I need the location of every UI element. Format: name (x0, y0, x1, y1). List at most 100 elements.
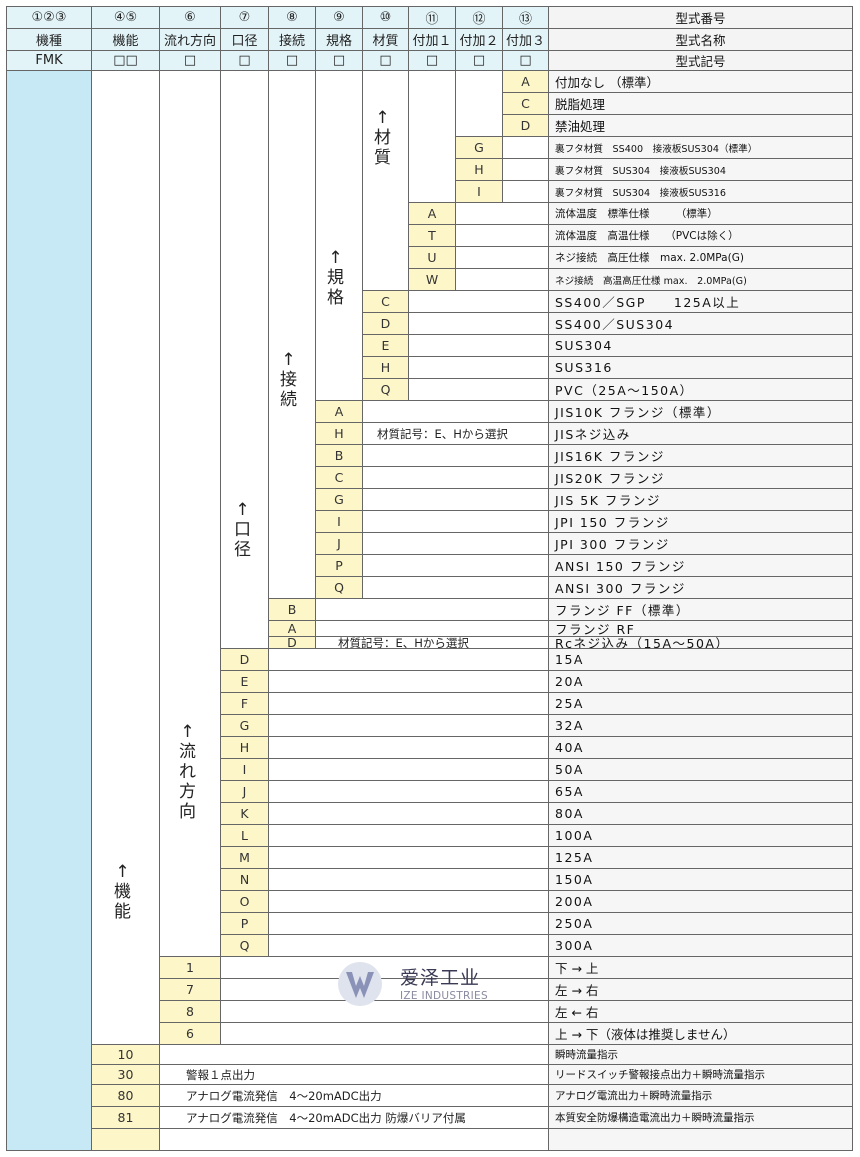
material-desc-d: SS400／SUS304 (548, 312, 853, 335)
header-name-3: 流れ方向 (159, 28, 221, 51)
vertical-label-material: ↑材質 (374, 108, 391, 168)
addon1-row-span (455, 224, 549, 247)
header-symbol-6: □ (315, 50, 363, 71)
bore-code-f: F (220, 692, 269, 715)
function-note: 警報１点出力 (186, 1067, 255, 1082)
function-row-empty (159, 1128, 549, 1151)
addon1-desc-a: 流体温度 標準仕様 （標準） (548, 202, 853, 225)
standard-row-span (362, 466, 549, 489)
header-symbol-7: □ (362, 50, 409, 71)
header-number-8: ⑪ (408, 6, 456, 29)
bore-code-i: I (220, 758, 269, 781)
header-symbol-9: □ (455, 50, 503, 71)
material-column-blank (362, 70, 409, 291)
flow-code-7: 7 (159, 978, 221, 1001)
bore-code-h: H (220, 736, 269, 759)
header-number-1: ①②③ (6, 6, 92, 29)
addon1-code-t: T (408, 224, 456, 247)
material-row-span (408, 334, 549, 357)
bore-code-m: M (220, 846, 269, 869)
addon2-row-span (502, 158, 549, 181)
bore-desc-d: 15A (548, 648, 853, 671)
standard-desc-g: JIS 5K フランジ (548, 488, 853, 511)
bore-code-g: G (220, 714, 269, 737)
bore-desc-f: 25A (548, 692, 853, 715)
bore-desc-q: 300A (548, 934, 853, 957)
function-row-span: アナログ電流発信 4～20mADC出力 防爆バリア付属 (159, 1106, 549, 1129)
addon3-desc-c: 脱脂処理 (548, 92, 853, 115)
standard-row-span (362, 510, 549, 533)
vertical-label-standard: ↑規格 (327, 248, 344, 308)
header-number-9: ⑫ (455, 6, 503, 29)
material-code-c: C (362, 290, 409, 313)
flow-desc-6: 上 → 下（液体は推奨しません） (548, 1022, 853, 1045)
function-desc-empty (548, 1128, 853, 1151)
bore-row-span (268, 934, 549, 957)
addon3-code-c: C (502, 92, 549, 115)
header-symbol-1: FMK (6, 50, 92, 71)
header-symbol-10: □ (502, 50, 549, 71)
bore-desc-n: 150A (548, 868, 853, 891)
bore-code-d: D (220, 648, 269, 671)
standard-column-blank (315, 70, 363, 401)
function-column-blank (91, 70, 160, 1045)
vertical-label-bore: ↑口径 (234, 500, 251, 560)
addon1-desc-u: ネジ接続 高圧仕様 max. 2.0MPa(G) (548, 246, 853, 269)
material-desc-e: SUS304 (548, 334, 853, 357)
bore-code-j: J (220, 780, 269, 803)
flow-code-8: 8 (159, 1000, 221, 1023)
ize-logo-icon (338, 962, 382, 1006)
connection-desc-b: フランジ FF（標準） (548, 598, 853, 621)
vertical-label-connection: ↑接続 (280, 350, 297, 410)
header-name-9: 付加２ (455, 28, 503, 51)
standard-code-q: Q (315, 576, 363, 599)
bore-code-o: O (220, 890, 269, 913)
function-code-empty (91, 1128, 160, 1151)
standard-code-g: G (315, 488, 363, 511)
header-number-7: ⑩ (362, 6, 409, 29)
header-number-2: ④⑤ (91, 6, 160, 29)
flow-row-span (220, 1022, 549, 1045)
material-code-e: E (362, 334, 409, 357)
header-symbol-2: □□ (91, 50, 160, 71)
standard-row-span (362, 576, 549, 599)
header-number-5: ⑧ (268, 6, 316, 29)
function-code-30: 30 (91, 1064, 160, 1085)
standard-code-a: A (315, 400, 363, 423)
bore-row-span (268, 758, 549, 781)
bore-column-blank (220, 70, 269, 649)
bore-row-span (268, 670, 549, 693)
addon3-desc-d: 禁油処理 (548, 114, 853, 137)
header-number-4: ⑦ (220, 6, 269, 29)
bore-row-span (268, 824, 549, 847)
function-code-81: 81 (91, 1106, 160, 1129)
header-symbol-3: □ (159, 50, 221, 71)
addon1-code-w: W (408, 268, 456, 291)
header-name-2: 機能 (91, 28, 160, 51)
bore-code-n: N (220, 868, 269, 891)
header-name-7: 材質 (362, 28, 409, 51)
bore-row-span (268, 648, 549, 671)
standard-row-span: 材質記号：E、Hから選択 (362, 422, 549, 445)
vertical-label-flow: ↑流れ方向 (179, 722, 196, 822)
material-code-q: Q (362, 378, 409, 401)
addon2-desc-h: 裏フタ材質 SUS304 接液板SUS304 (548, 158, 853, 181)
header-right-3: 型式記号 (548, 50, 853, 71)
header-name-1: 機種 (6, 28, 92, 51)
connection-row-span (315, 598, 549, 621)
function-code-80: 80 (91, 1084, 160, 1107)
header-number-6: ⑨ (315, 6, 363, 29)
flow-code-6: 6 (159, 1022, 221, 1045)
flow-desc-1: 下 → 上 (548, 956, 853, 979)
addon1-desc-w: ネジ接続 高温高圧仕様 max. 2.0MPa(G) (548, 268, 853, 291)
bore-desc-i: 50A (548, 758, 853, 781)
standard-code-c: C (315, 466, 363, 489)
standard-desc-c: JIS20K フランジ (548, 466, 853, 489)
header-symbol-4: □ (220, 50, 269, 71)
bore-desc-k: 80A (548, 802, 853, 825)
standard-row-span (362, 444, 549, 467)
bore-row-span (268, 912, 549, 935)
connection-code-a: A (268, 620, 316, 637)
standard-code-p: P (315, 554, 363, 577)
